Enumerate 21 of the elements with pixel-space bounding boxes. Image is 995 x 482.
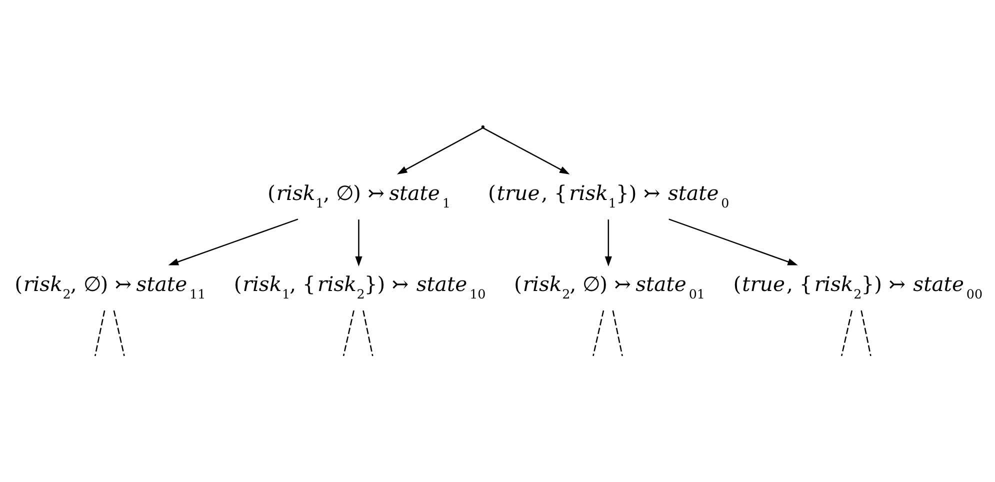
- node-text: (risk$_{2}$, ∅) ↣ state$_{01}$: [514, 272, 705, 302]
- connector: [362, 310, 374, 356]
- arrow: [355, 219, 362, 266]
- connector: [94, 310, 106, 356]
- node-text: (risk$_{2}$, ∅) ↣ state$_{11}$: [14, 272, 206, 302]
- arrow: [604, 219, 612, 266]
- node-text: (risk$_{1}$, ∅) ↣ state$_{1}$: [267, 180, 450, 210]
- arrow: [668, 218, 798, 265]
- connector: [113, 310, 125, 356]
- connector: [840, 310, 853, 356]
- connector: [592, 310, 604, 356]
- connector: [860, 310, 872, 356]
- connector: [612, 310, 623, 356]
- arrow: [168, 218, 298, 265]
- arrow: [397, 126, 484, 174]
- node-text: (true, {risk$_{2}$}) ↣ state$_{00}$: [733, 272, 983, 302]
- arrow: [482, 126, 570, 174]
- node-text: (true, {risk$_{1}$}) ↣ state$_{0}$: [488, 180, 730, 210]
- node-text: (risk$_{1}$, {risk$_{2}$}) ↣ state$_{10}$: [234, 272, 486, 302]
- node-point: [481, 124, 484, 128]
- connector: [342, 310, 354, 356]
